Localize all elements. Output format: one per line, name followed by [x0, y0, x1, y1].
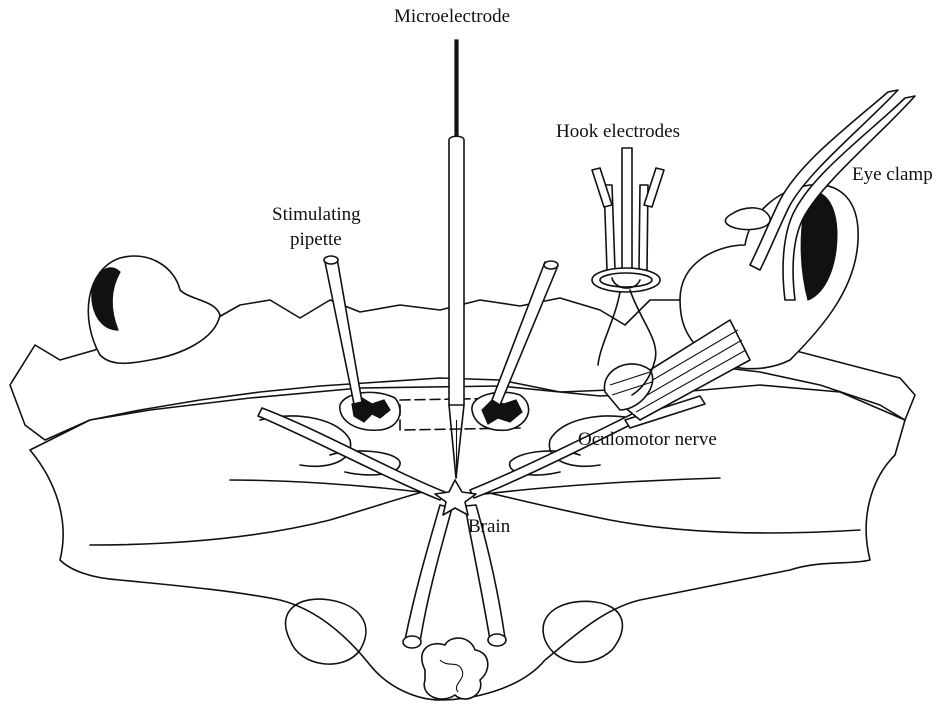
label-microelectrode: Microelectrode [394, 6, 510, 27]
label-stimulating-pipette-1: Stimulating [272, 204, 361, 225]
label-hook-electrodes: Hook electrodes [556, 121, 680, 142]
label-brain: Brain [468, 516, 511, 537]
label-oculomotor-nerve: Oculomotor nerve [578, 429, 717, 450]
label-eye-clamp: Eye clamp [852, 164, 933, 185]
label-stimulating-pipette-2: pipette [290, 229, 342, 250]
